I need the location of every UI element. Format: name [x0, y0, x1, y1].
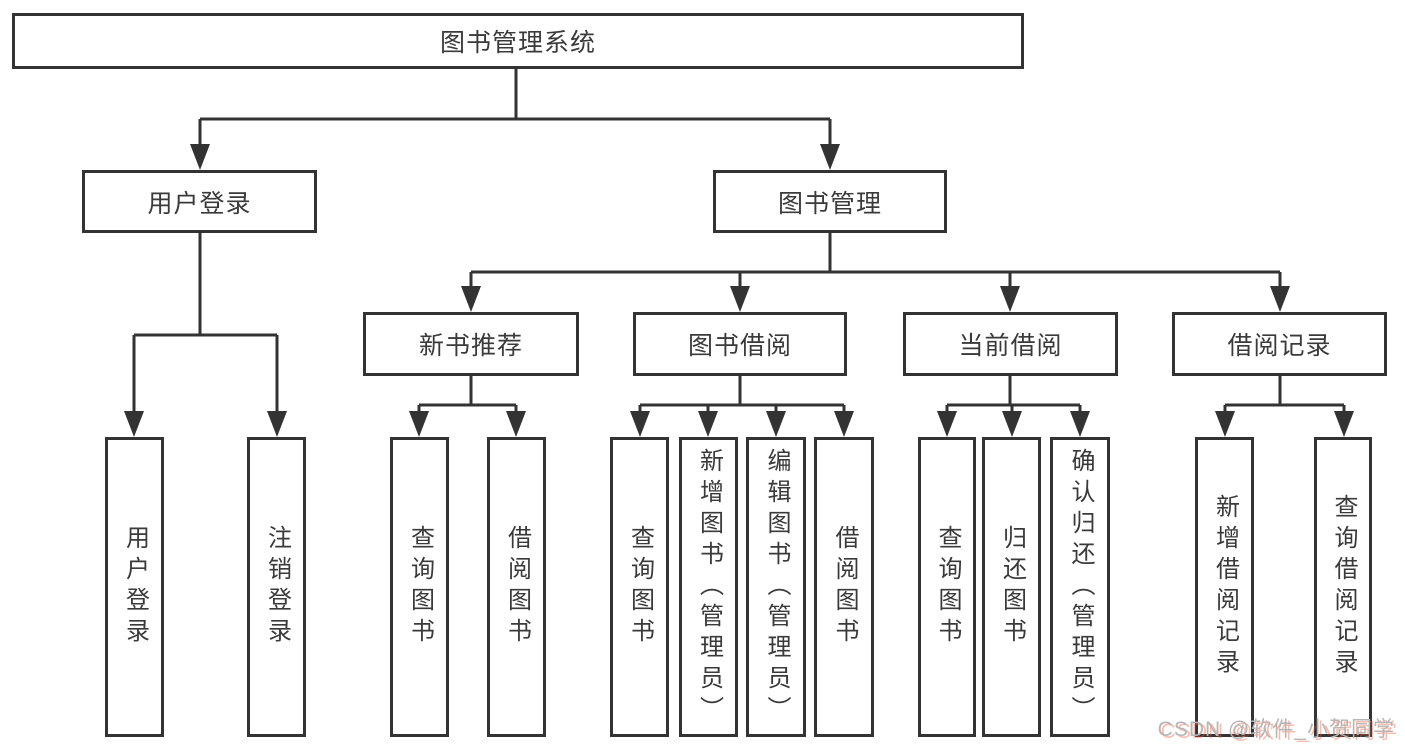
leaf-query-borrow-record-label: 查询借阅记录: [1330, 494, 1357, 680]
node-borrow-records-label: 借阅记录: [1227, 332, 1332, 360]
node-current-borrow-label: 当前借阅: [958, 332, 1063, 360]
node-current-borrow: 当前借阅: [903, 312, 1118, 376]
node-user-login: 用户登录: [82, 170, 317, 233]
leaf-borrow-books-label: 借阅图书: [831, 525, 858, 649]
leaf-borrow-books: 借阅图书: [814, 437, 874, 737]
leaf-edit-books-admin: 编辑图书（管理员）: [746, 437, 806, 737]
node-book-management-label: 图书管理: [777, 189, 882, 218]
leaf-add-books-admin: 新增图书（管理员）: [679, 437, 738, 737]
node-borrow-records: 借阅记录: [1172, 312, 1387, 376]
leaf-borrow-books-recommend: 借阅图书: [487, 437, 546, 737]
leaf-confirm-return-admin: 确认归还（管理员）: [1050, 437, 1110, 737]
leaf-confirm-return-admin-label: 确认归还（管理员）: [1067, 447, 1094, 727]
node-user-login-label: 用户登录: [147, 189, 252, 218]
node-book-borrow: 图书借阅: [633, 312, 847, 376]
leaf-logout: 注销登录: [247, 437, 306, 737]
leaf-query-books-borrow-label: 查询图书: [626, 525, 654, 649]
leaf-return-books-label: 归还图书: [998, 525, 1026, 649]
leaf-borrow-books-recommend-label: 借阅图书: [503, 525, 531, 649]
leaf-query-borrow-record: 查询借阅记录: [1314, 437, 1372, 737]
leaf-logout-label: 注销登录: [263, 525, 291, 649]
node-root: 图书管理系统: [12, 13, 1024, 69]
node-new-book-recommend: 新书推荐: [363, 312, 579, 376]
leaf-add-books-admin-label: 新增图书（管理员）: [695, 447, 723, 727]
leaf-add-borrow-record-label: 新增借阅记录: [1211, 494, 1239, 680]
leaf-query-books-recommend-label: 查询图书: [406, 525, 434, 649]
leaf-return-books: 归还图书: [982, 437, 1041, 737]
node-root-label: 图书管理系统: [439, 29, 596, 57]
arrowheads: [124, 144, 1354, 437]
leaf-query-books-borrow: 查询图书: [610, 437, 669, 737]
leaf-user-login-label: 用户登录: [121, 525, 149, 649]
leaf-edit-books-admin-label: 编辑图书（管理员）: [763, 447, 790, 727]
leaf-query-books-current-label: 查询图书: [934, 525, 961, 649]
leaf-query-books-current: 查询图书: [918, 437, 976, 737]
leaf-add-borrow-record: 新增借阅记录: [1195, 437, 1254, 737]
node-book-management: 图书管理: [713, 170, 947, 233]
node-book-borrow-label: 图书借阅: [687, 332, 792, 360]
leaf-query-books-recommend: 查询图书: [390, 437, 449, 737]
leaf-user-login: 用户登录: [105, 437, 164, 737]
node-new-book-recommend-label: 新书推荐: [418, 332, 523, 360]
